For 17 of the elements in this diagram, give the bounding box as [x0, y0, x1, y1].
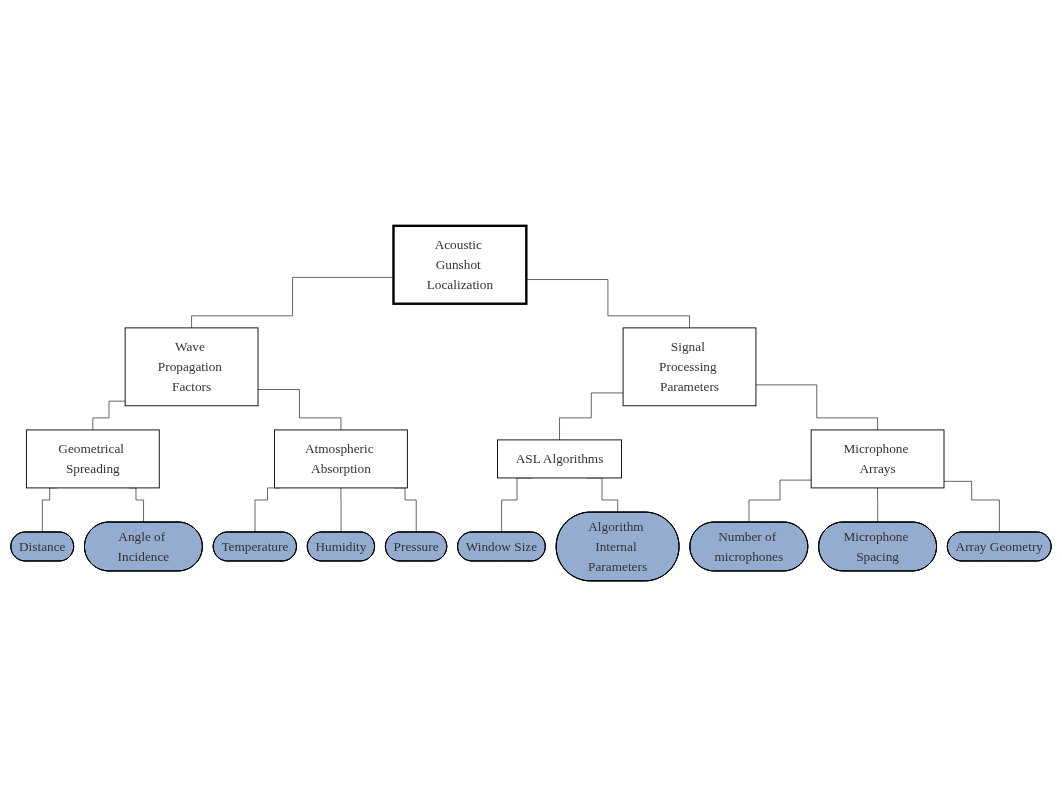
node-box: Atmospheric Absorption — [274, 429, 408, 489]
connector — [526, 279, 690, 329]
connector — [257, 389, 342, 431]
node-box: Signal Processing Parameters — [622, 327, 757, 407]
connector — [748, 479, 812, 523]
node-box: Wave Propagation Factors — [124, 327, 259, 407]
connector — [92, 400, 126, 431]
connector — [943, 481, 1000, 533]
connector — [755, 384, 878, 431]
connector — [559, 392, 624, 441]
connector — [191, 277, 394, 329]
node-box: Microphone Arrays — [810, 429, 945, 489]
node-box: ASL Algorithms — [497, 439, 622, 479]
node-box: Acoustic Gunshot Localization — [392, 224, 528, 306]
connector — [877, 487, 879, 523]
connector — [340, 487, 342, 533]
node-box: Geometrical Spreading — [25, 429, 160, 489]
